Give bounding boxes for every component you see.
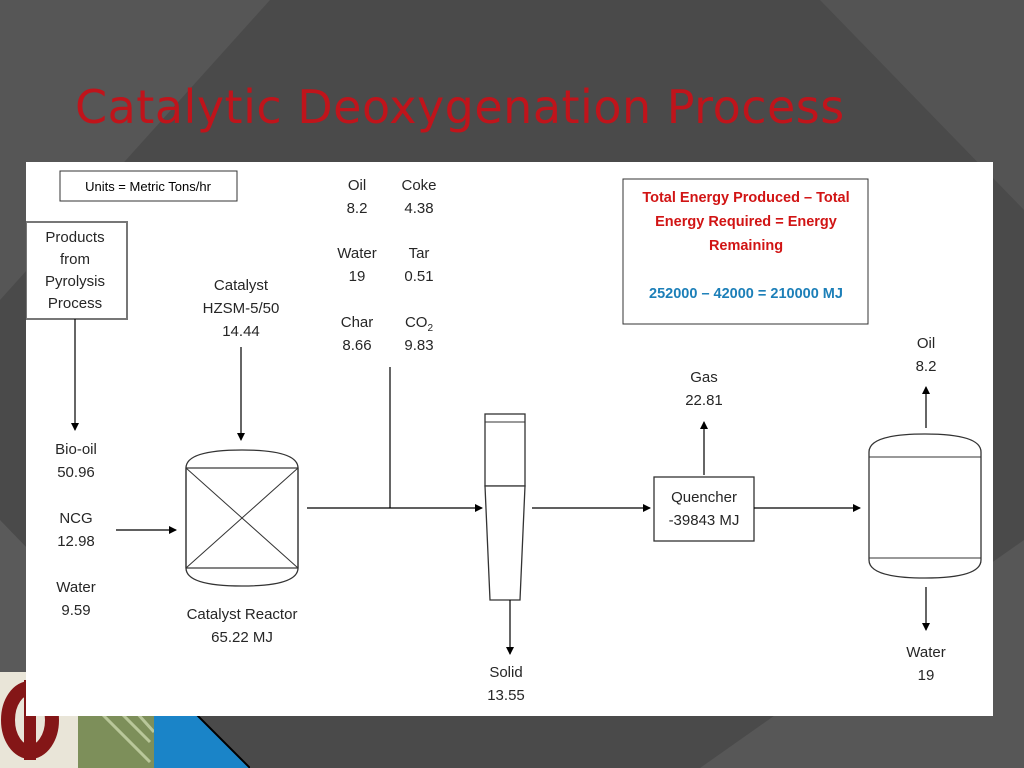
products-box <box>26 221 128 320</box>
side-co2-value: 9.83 <box>404 337 433 354</box>
energy-line-3: Remaining <box>709 238 783 254</box>
side-tar-value: 0.51 <box>404 268 433 285</box>
units-box <box>59 170 238 202</box>
quencher-box <box>653 476 755 542</box>
catalyst-reactor-vessel <box>185 449 299 587</box>
solid-label: Solid <box>489 664 522 681</box>
side-water-value: 19 <box>349 268 366 285</box>
bio-oil-value: 50.96 <box>57 464 95 481</box>
side-water-label: Water <box>337 245 376 262</box>
catalyst-name: HZSM-5/50 <box>203 300 280 317</box>
ncg-label: NCG <box>59 510 92 527</box>
reactor-value: 65.22 MJ <box>211 629 273 646</box>
side-coke-label: Coke <box>401 177 436 194</box>
ncg-value: 12.98 <box>57 533 95 550</box>
quencher-label: Quencher <box>671 489 737 506</box>
gas-value: 22.81 <box>685 392 723 409</box>
oil-out-value: 8.2 <box>916 358 937 375</box>
catalyst-value: 14.44 <box>222 323 260 340</box>
side-char-value: 8.66 <box>342 337 371 354</box>
water-out-label: Water <box>906 644 945 661</box>
energy-line-2: Energy Required = Energy <box>655 214 837 230</box>
oil-water-separator-vessel <box>868 433 982 579</box>
gas-label: Gas <box>690 369 718 386</box>
products-line-2: from <box>60 251 90 268</box>
side-coke-value: 4.38 <box>404 200 433 217</box>
reactor-label: Catalyst Reactor <box>187 606 298 623</box>
solid-value: 13.55 <box>487 687 525 704</box>
energy-equation: 252000 – 42000 = 210000 MJ <box>649 286 843 302</box>
products-line-1: Products <box>45 229 104 246</box>
catalyst-label: Catalyst <box>214 277 269 294</box>
bio-oil-label: Bio-oil <box>55 441 97 458</box>
units-label: Units = Metric Tons/hr <box>85 179 212 194</box>
side-oil-value: 8.2 <box>347 200 368 217</box>
feed-water-value: 9.59 <box>61 602 90 619</box>
energy-summary-box <box>622 178 869 325</box>
slide-title: Catalytic Deoxygenation Process <box>75 80 845 134</box>
cyclone-separator <box>484 413 526 601</box>
process-diagram-panel: Units = Metric Tons/hr Products from Pyr… <box>26 162 993 716</box>
side-char-label: Char <box>341 314 374 331</box>
water-out-value: 19 <box>918 667 935 684</box>
quencher-value: -39843 MJ <box>669 512 740 529</box>
products-line-4: Process <box>48 295 102 312</box>
side-tar-label: Tar <box>409 245 430 262</box>
energy-line-1: Total Energy Produced – Total <box>642 190 849 206</box>
products-line-3: Pyrolysis <box>45 273 105 290</box>
process-flow-diagram: Units = Metric Tons/hr Products from Pyr… <box>26 170 982 704</box>
side-oil-label: Oil <box>348 177 366 194</box>
feed-water-label: Water <box>56 579 95 596</box>
side-co2-label: CO2 <box>405 314 434 334</box>
oil-out-label: Oil <box>917 335 935 352</box>
